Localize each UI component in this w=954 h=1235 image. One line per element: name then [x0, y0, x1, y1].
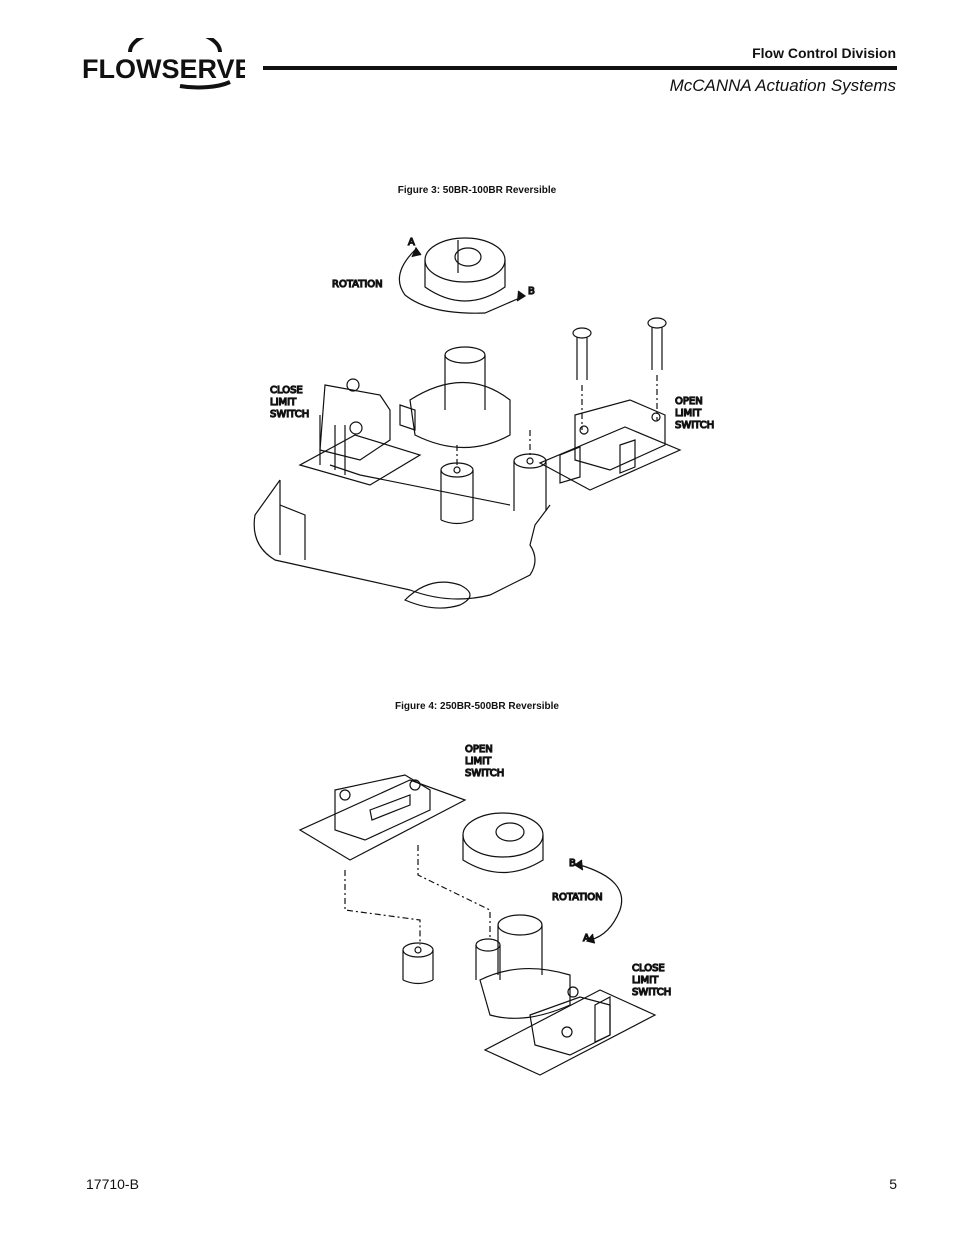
fig4-close-label-1: CLOSE	[632, 963, 665, 974]
fig3-open-label-2: LIMIT	[675, 408, 702, 419]
figure4-drawing: OPEN LIMIT SWITCH ROTATION B A	[290, 735, 690, 1095]
logo-arc-top	[128, 38, 222, 53]
open-limit-switch	[538, 399, 682, 491]
document-number: 17710-B	[86, 1176, 139, 1192]
fig4-cam	[462, 812, 544, 874]
fig3-close-label-1: CLOSE	[270, 385, 303, 396]
logo-text: FLOWSERVE	[82, 54, 245, 84]
fig3-rotation-label: ROTATION	[332, 279, 383, 290]
fig4-open-label-1: OPEN	[465, 744, 493, 755]
fig3-open-label-3: SWITCH	[675, 420, 714, 431]
division-title: Flow Control Division	[752, 45, 896, 61]
figure3-caption: Figure 3: 50BR-100BR Reversible	[397, 185, 557, 196]
screw-2	[647, 317, 667, 370]
fig3-close-label-2: LIMIT	[270, 397, 297, 408]
fig3-open-label-1: OPEN	[675, 396, 703, 407]
fig4-rotation-label: ROTATION	[552, 892, 603, 903]
fig4-close-limit-switch	[483, 986, 657, 1076]
rotation-arrow	[398, 249, 523, 314]
figure4-caption: Figure 4: 250BR-500BR Reversible	[395, 701, 559, 712]
header-subtitle: McCANNA Actuation Systems	[669, 76, 896, 95]
fig4-open-limit-switch	[298, 774, 467, 861]
fig4-a-label: A	[583, 933, 590, 944]
fig4-open-label-2: LIMIT	[465, 756, 492, 767]
header-rule	[263, 66, 897, 70]
flowserve-logo: FLOWSERVE	[80, 38, 245, 100]
page-number: 5	[889, 1176, 897, 1192]
fig3-a-label: A	[408, 237, 415, 248]
fig3-b-label: B	[528, 286, 535, 297]
fig4-close-label-2: LIMIT	[632, 975, 659, 986]
shaft-assembly	[399, 346, 511, 448]
screw-1	[572, 327, 592, 380]
standoff-left	[440, 462, 474, 525]
fig4-open-label-3: SWITCH	[465, 768, 504, 779]
fig4-rotation-arrow	[579, 864, 623, 941]
fig3-close-label-3: SWITCH	[270, 409, 309, 420]
fig4-b-label: B	[569, 858, 576, 869]
cam-top	[424, 237, 506, 302]
fig4-spacer	[402, 942, 434, 985]
base-plate	[253, 479, 551, 600]
fig4-close-label-3: SWITCH	[632, 987, 671, 998]
close-limit-switch	[298, 378, 422, 486]
logo-arc-bottom	[179, 80, 231, 90]
figure3-drawing: ROTATION A B CLO	[240, 215, 720, 625]
